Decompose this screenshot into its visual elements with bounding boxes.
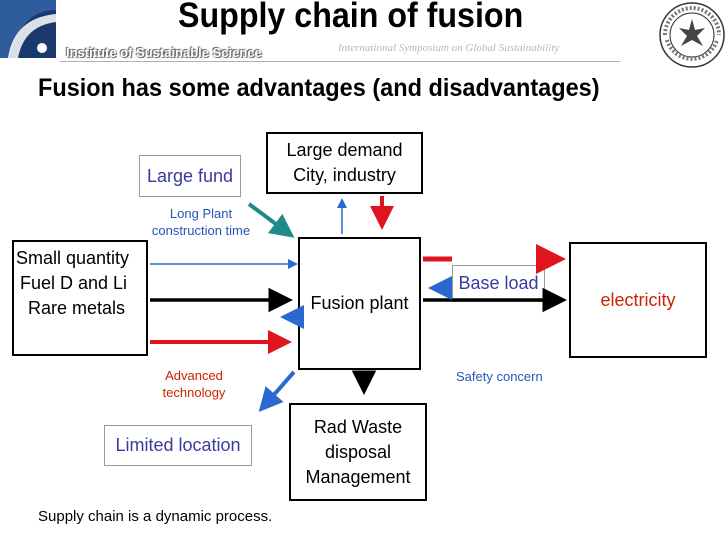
waste-line-3: Management — [305, 466, 411, 487]
large-fund-box: Large fund — [139, 155, 241, 197]
fund-to-plant-arrow — [247, 202, 295, 238]
demand-line-1: Large demand — [286, 140, 403, 160]
base-load-label: Base load — [458, 273, 539, 293]
waste-line-2: disposal — [324, 441, 392, 462]
construction-line-2: construction time — [151, 223, 251, 238]
technology-line-2: technology — [162, 385, 226, 400]
limited-location-box: Limited location — [104, 425, 252, 466]
demand-box: Large demand City, industry — [266, 132, 423, 194]
institute-name: Institute of Sustainable Science — [66, 45, 262, 60]
footer-note: Supply chain is a dynamic process. — [38, 508, 273, 525]
large-fund-label: Large fund — [146, 165, 234, 186]
inputs-box: Small quantity Fuel D and Li Rare metals — [12, 240, 148, 356]
safety-concern-label: Safety concern — [456, 369, 543, 384]
waste-line-1: Rad Waste — [313, 416, 403, 437]
symposium-name: International Symposium on Global Sustai… — [338, 42, 560, 54]
inputs-line-3: Rare metals — [28, 298, 126, 318]
university-seal-icon — [659, 2, 725, 68]
advanced-technology-label: Advanced technology — [144, 367, 244, 401]
demand-line-2: City, industry — [293, 165, 396, 185]
construction-time-label: Long Plant construction time — [142, 205, 260, 239]
base-load-box: Base load — [452, 265, 545, 302]
waste-box: Rad Waste disposal Management — [289, 403, 427, 501]
fusion-plant-label: Fusion plant — [310, 293, 409, 313]
inputs-line-2: Fuel D and Li — [20, 273, 128, 293]
inputs-line-1: Small quantity — [16, 248, 130, 268]
plant-to-location-arrow — [258, 370, 296, 412]
slide-subtitle: Fusion has some advantages (and disadvan… — [38, 74, 600, 102]
limited-location-label: Limited location — [115, 435, 241, 455]
header-divider — [60, 61, 620, 62]
electricity-box: electricity — [569, 242, 707, 358]
construction-line-1: Long Plant — [169, 206, 233, 221]
technology-line-1: Advanced — [165, 368, 223, 383]
institute-logo-icon — [0, 0, 56, 58]
electricity-label: electricity — [600, 289, 676, 310]
page-title: Supply chain of fusion — [178, 0, 524, 35]
fusion-plant-box: Fusion plant — [298, 237, 421, 370]
